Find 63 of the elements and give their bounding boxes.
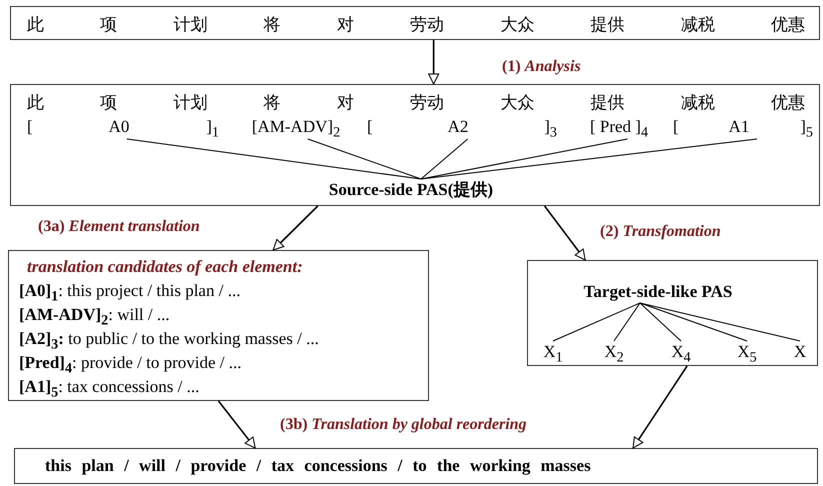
tree-root-label: Source-side PAS(提供) [311,179,511,201]
source-word: 项 [100,14,118,36]
tree-branch [614,302,640,342]
source-word: 减税 [680,14,715,36]
candidate-line: [A0]$_{1}$: this project / this plan / ... [19,281,240,306]
analysis-box [10,84,820,206]
source-word: 计划 [173,14,208,36]
tree-branch [420,138,758,180]
leaf-label: X$_{5}$ [734,341,760,363]
argument-label: [ A1 ]$_{5}$ [673,115,813,139]
target-pas-box [527,260,818,366]
source-word: 劳动 [410,92,444,114]
source-word: 提供 [590,92,625,114]
argument-label: [AM-ADV]$_{2}$ [237,115,355,139]
hollow-arrow [218,400,256,448]
argument-label: [ A0 ]$_{1}$ [27,115,219,139]
candidate-line: [A1]$_{5}$: tax concessions / ... [19,377,200,402]
output-sentence-box [14,448,818,484]
step-label: (1) Analysis [500,58,583,76]
tree-branch [307,138,422,180]
step-label: (3b) Translation by global reordering [278,416,529,434]
source-word: 优惠 [770,14,805,36]
argument-label: [ Pred ]$_{4}$ [577,115,661,139]
hollow-arrow [428,40,440,84]
tree-branch [126,138,422,180]
hollow-arrow [272,205,318,251]
candidate-line: [A2]$_{3}$: to public / to the working masses / ... [19,329,319,354]
source-word: 计划 [173,92,208,114]
source-word: 大众 [500,14,534,36]
candidate-line: [Pred]$_{4}$: provide / to provide / ... [19,353,242,378]
tree-branch [420,138,628,180]
leaf-label: X$_{1}$ [540,341,566,363]
tree-branch [420,138,468,180]
argument-label: [ A2 ]$_{3}$ [367,115,557,139]
hollow-arrow [544,206,586,260]
source-word: 对 [336,92,354,114]
source-word: 将 [264,14,281,36]
source-word: 提供 [590,14,625,36]
candidates-heading: translation candidates of each element: [27,257,303,277]
hollow-arrow [632,366,688,448]
source-word: 减税 [680,92,715,114]
leaf-label: X$_{2}$ [601,341,627,363]
leaf-label: X$_{4}$ [668,341,694,363]
candidate-line: [AM-ADV]$_{2}$: will / ... [19,305,170,330]
source-word: 项 [100,92,118,114]
source-word: 将 [264,92,281,114]
sentence-box [10,6,820,40]
source-word: 劳动 [410,14,444,36]
source-word: 大众 [500,92,534,114]
source-word: 优惠 [770,92,805,114]
leaf-label: X [790,341,810,363]
tree-branch [640,302,800,342]
tree-root-label: Target-side-like PAS [568,281,748,303]
step-label: (2) Transfomation [598,223,723,241]
source-word: 此 [27,14,44,36]
source-word: 对 [336,14,354,36]
output-sentence: this plan / will / provide / tax concessions / to the working masses [45,456,591,476]
tree-branch [640,302,748,342]
source-word: 此 [27,92,44,114]
tree-branch [552,302,640,342]
step-label: (3a) Element translation [36,218,202,236]
candidates-box [8,250,429,401]
tree-branch [640,302,682,342]
